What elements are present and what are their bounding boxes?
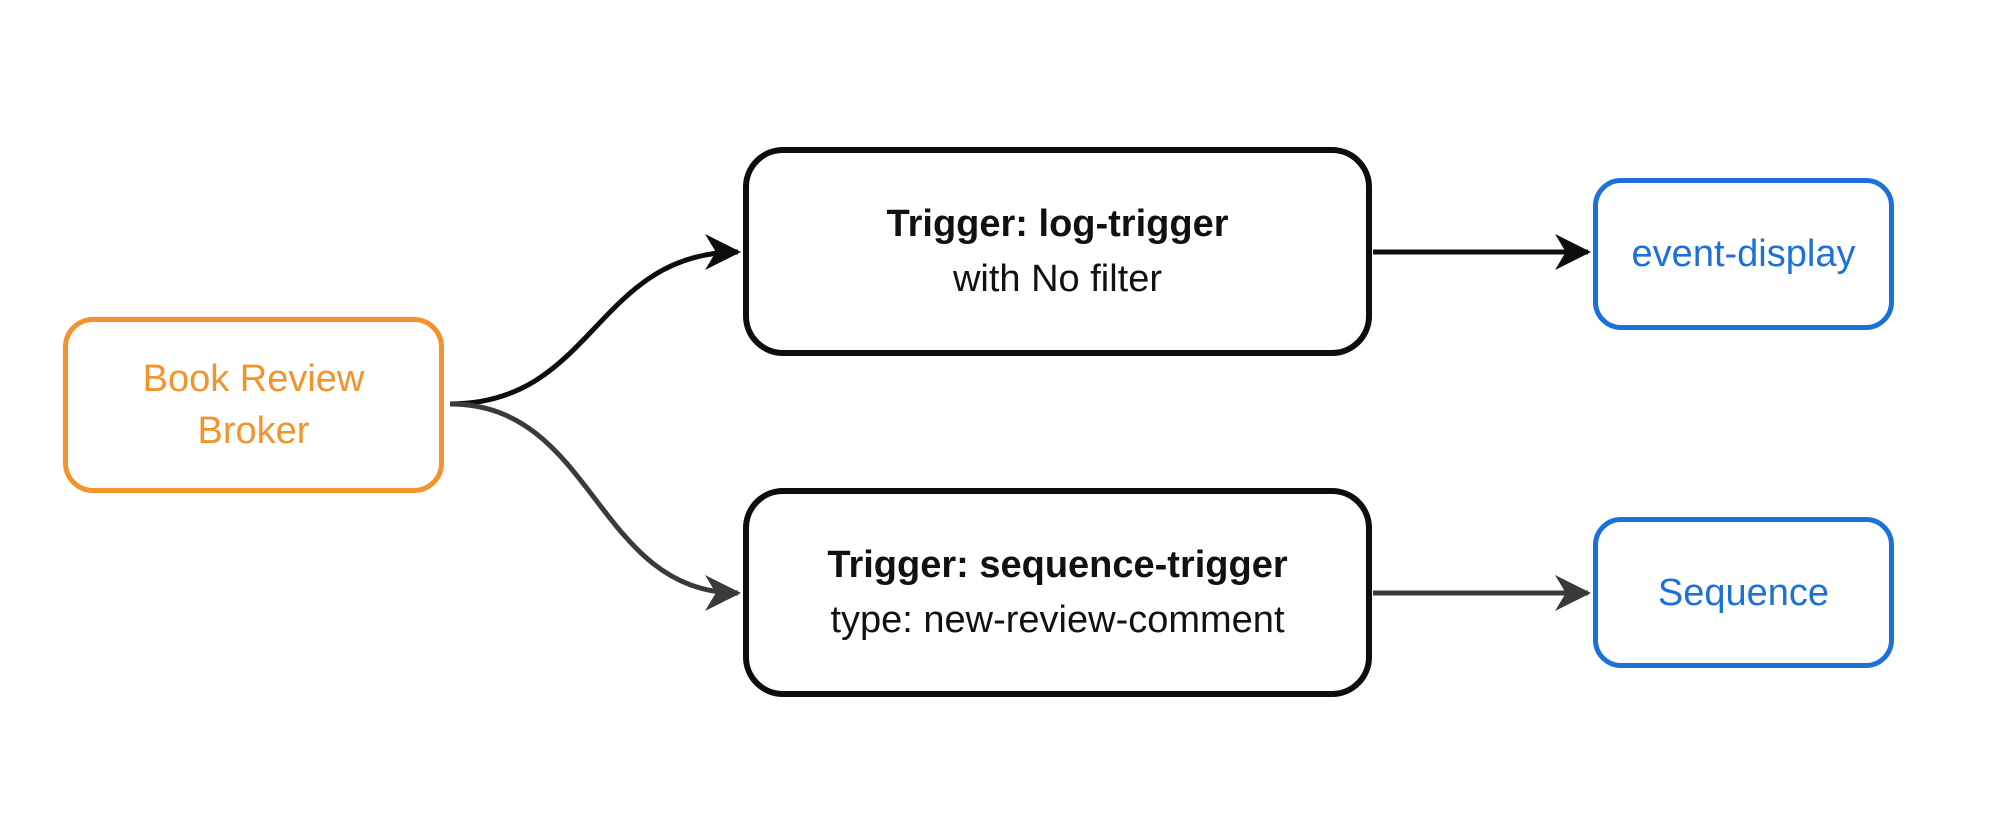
node-sequence: Sequence xyxy=(1593,517,1894,668)
broker-label-line2: Broker xyxy=(197,410,310,452)
sink-label: Sequence xyxy=(1657,571,1830,614)
node-book-review-broker: Book Review Broker xyxy=(63,317,444,493)
trigger-subtitle: with No filter xyxy=(952,257,1163,300)
trigger-subtitle: type: new-review-comment xyxy=(830,598,1285,641)
edge-broker-to-log-trigger xyxy=(449,234,741,407)
node-trigger-sequence-trigger: Trigger: sequence-trigger type: new-revi… xyxy=(743,488,1372,697)
sink-label: event-display xyxy=(1631,233,1856,275)
edge-broker-to-sequence-trigger xyxy=(449,401,741,611)
trigger-title: Trigger: sequence-trigger xyxy=(827,543,1288,586)
broker-label-line1: Book Review xyxy=(142,358,365,400)
trigger-title: Trigger: log-trigger xyxy=(886,202,1229,245)
node-event-display: event-display xyxy=(1593,178,1894,330)
node-trigger-log-trigger: Trigger: log-trigger with No filter xyxy=(743,147,1372,356)
